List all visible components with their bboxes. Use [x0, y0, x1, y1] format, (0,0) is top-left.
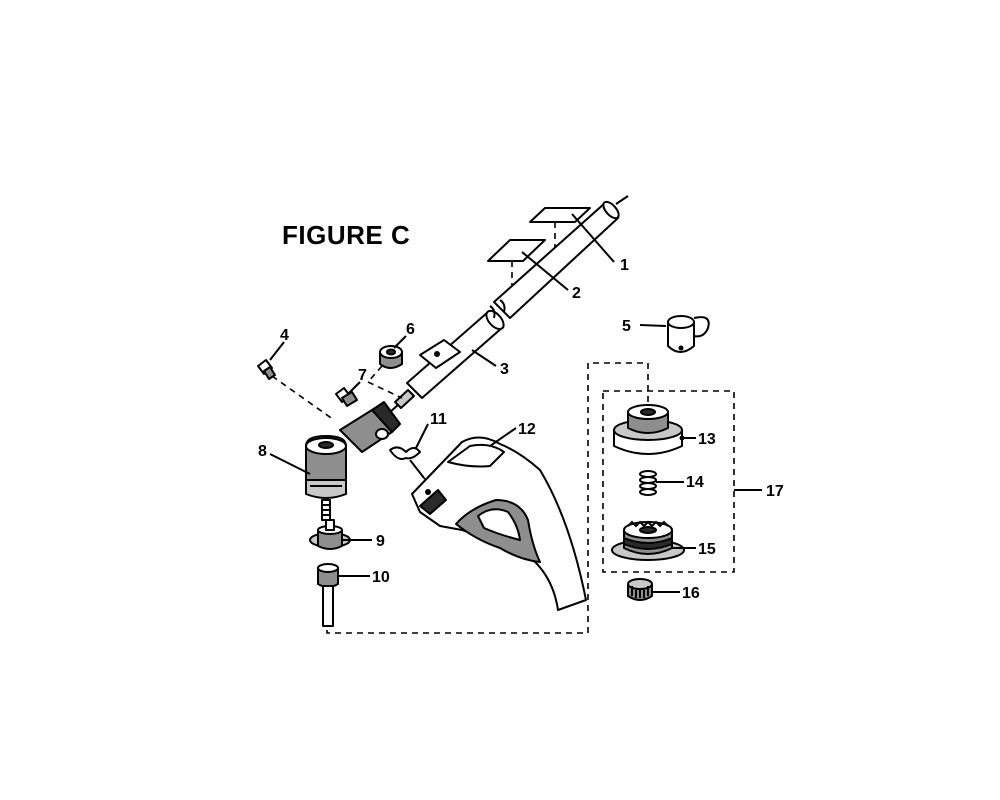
- callout-7: 7: [358, 367, 367, 384]
- callout-1: 1: [620, 257, 629, 274]
- tool-part-5: [667, 315, 710, 353]
- callout-14: 14: [686, 474, 704, 491]
- spacer-part-6: [379, 345, 403, 369]
- hub-part-9: [309, 519, 351, 550]
- alignment-line-6: [367, 365, 383, 383]
- callout-13: 13: [698, 431, 716, 448]
- callout-10: 10: [372, 569, 390, 586]
- callout-6: 6: [406, 321, 415, 338]
- assembly-connector-line: [326, 362, 649, 634]
- shaft-part-3: [389, 195, 629, 413]
- callout-11: 11: [430, 411, 447, 428]
- callout-15: 15: [698, 541, 716, 558]
- spool-housing-part-13: [613, 404, 685, 455]
- screw-part-7: [335, 387, 358, 407]
- alignment-line-6b: [367, 381, 403, 399]
- gearhead-part-8: [305, 401, 401, 521]
- callout-12: 12: [518, 421, 536, 438]
- callout-16: 16: [682, 585, 700, 602]
- wing-screw-part-11: [389, 446, 433, 489]
- callout-17: 17: [766, 483, 784, 500]
- assembly-17-outline: [602, 390, 735, 573]
- callout-8: 8: [258, 443, 267, 460]
- leader-lines: [269, 213, 762, 593]
- callout-9: 9: [376, 533, 385, 550]
- callout-5: 5: [622, 318, 631, 335]
- spring-part-14: [639, 470, 657, 496]
- callout-3: 3: [500, 361, 509, 378]
- alignment-line-4: [271, 375, 335, 421]
- callout-4: 4: [280, 327, 289, 344]
- guard-part-12: [411, 436, 587, 611]
- figure-title: FIGURE C: [282, 220, 411, 250]
- bump-knob-part-16: [627, 578, 653, 601]
- spool-part-15: [611, 520, 685, 561]
- bolt-part-10: [317, 563, 339, 627]
- callout-2: 2: [572, 285, 581, 302]
